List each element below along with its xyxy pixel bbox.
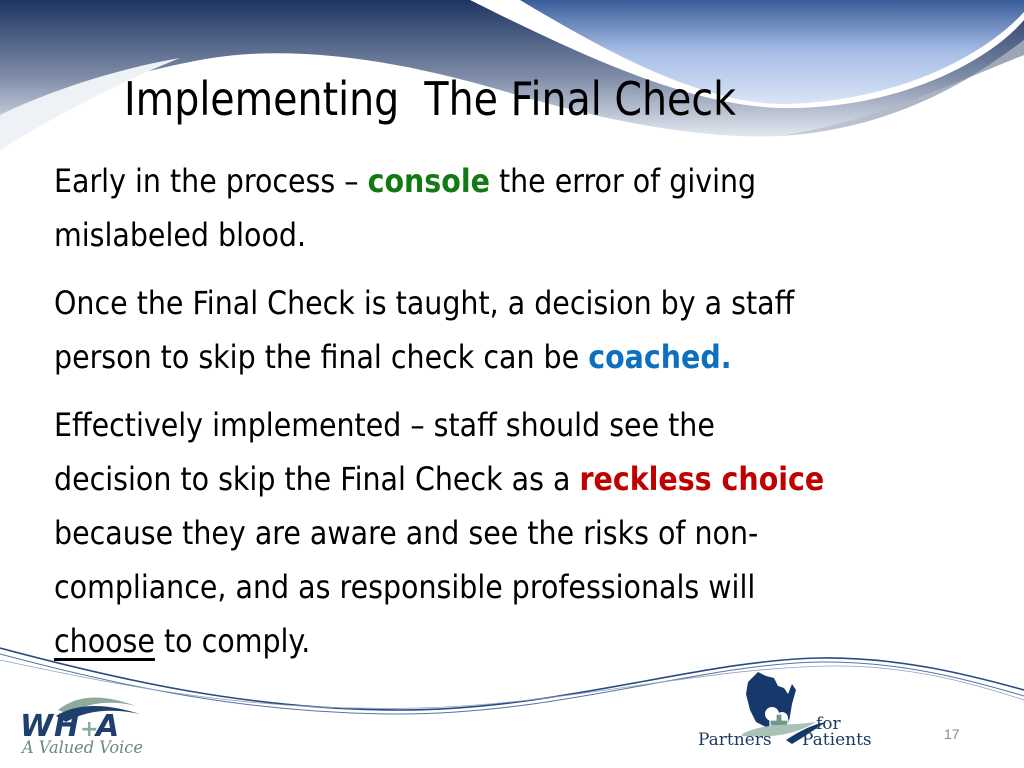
- paragraph-console: Early in the process – console the error…: [54, 154, 1015, 262]
- svg-text:+: +: [80, 717, 98, 742]
- slide-title: Implementing The Final Check: [124, 72, 737, 126]
- wha-logo: W H + A: [20, 697, 140, 744]
- slide-body: Early in the process – console the error…: [54, 154, 1014, 682]
- text-line: Effectively implemented – staff should s…: [54, 406, 715, 444]
- text-line: person to skip the final check can be co…: [54, 330, 1015, 384]
- text-run: Early in the process –: [54, 162, 368, 200]
- svg-text:W: W: [20, 709, 55, 744]
- pfp-word-for: for: [816, 714, 841, 734]
- text-line: mislabeled blood.: [54, 216, 306, 254]
- text-line: because they are aware and see the risks…: [54, 514, 759, 552]
- text-line: Once the Final Check is taught, a decisi…: [54, 284, 795, 322]
- emphasis-reckless-choice: reckless choice: [579, 460, 825, 498]
- text-line: Early in the process – console the error…: [54, 154, 1015, 208]
- svg-text:H: H: [54, 709, 79, 744]
- wha-tagline: A Valued Voice: [22, 738, 143, 758]
- text-line: compliance, and as responsible professio…: [54, 568, 756, 606]
- text-line: decision to skip the Final Check as a re…: [54, 452, 1015, 506]
- partners-for-patients-logo: [742, 672, 826, 744]
- footer-wave-lines: [0, 647, 1024, 715]
- header-swoosh-decoration: [0, 0, 1024, 150]
- svg-text:A: A: [94, 709, 119, 744]
- emphasis-coached: coached.: [588, 338, 732, 376]
- emphasis-console: console: [367, 162, 490, 200]
- text-run: person to skip the final check can be: [54, 338, 589, 376]
- pfp-word-partners: Partners: [698, 730, 772, 750]
- text-line: choose to comply.: [54, 614, 1015, 668]
- pfp-word-patients: Patients: [802, 730, 872, 750]
- underlined-choose: choose: [54, 622, 155, 660]
- text-run: to comply.: [154, 622, 311, 660]
- text-run: decision to skip the Final Check as a: [54, 460, 580, 498]
- slide-page-number: 17: [944, 726, 960, 742]
- paragraph-coached: Once the Final Check is taught, a decisi…: [54, 276, 1015, 384]
- paragraph-reckless: Effectively implemented – staff should s…: [54, 398, 1015, 668]
- text-run: the error of giving: [489, 162, 757, 200]
